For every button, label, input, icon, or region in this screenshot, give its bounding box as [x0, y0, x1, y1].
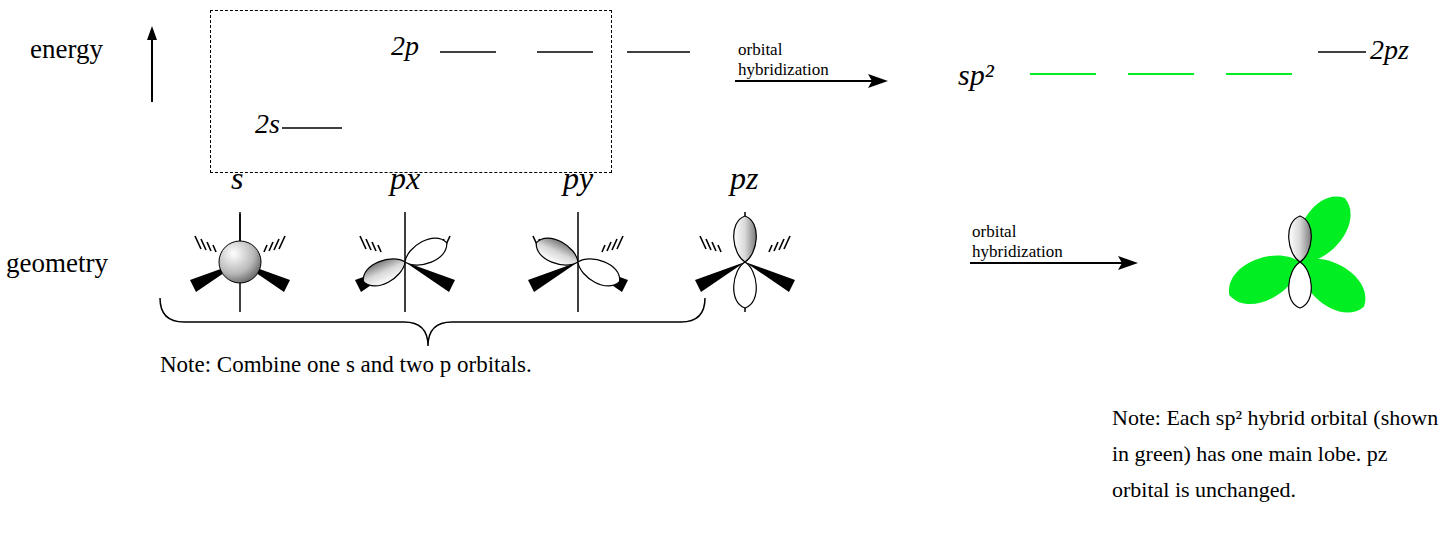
- arrow-label: orbital hybridization: [738, 40, 848, 79]
- note-text: Note: Combine one s and two p orbitals.: [160, 352, 532, 378]
- orbital-level-label: sp²: [958, 58, 994, 93]
- orbital-level-label: 2p: [391, 31, 419, 62]
- axis-label: energy: [30, 34, 103, 65]
- dashed-group-box: 2p 2s: [210, 10, 612, 173]
- orbital-level-label: 2s: [255, 109, 280, 140]
- orbital-level-label: 2pz: [1370, 34, 1409, 66]
- arrow-label: orbital hybridization: [972, 222, 1082, 261]
- orbital-name: py: [563, 160, 593, 197]
- axis-label: geometry: [6, 248, 108, 279]
- orbital-name: s: [231, 160, 243, 197]
- orbital-name: px: [390, 160, 420, 197]
- note-text: Note: Each sp² hybrid orbital (shown in …: [1112, 400, 1442, 508]
- orbital-name: pz: [730, 160, 758, 197]
